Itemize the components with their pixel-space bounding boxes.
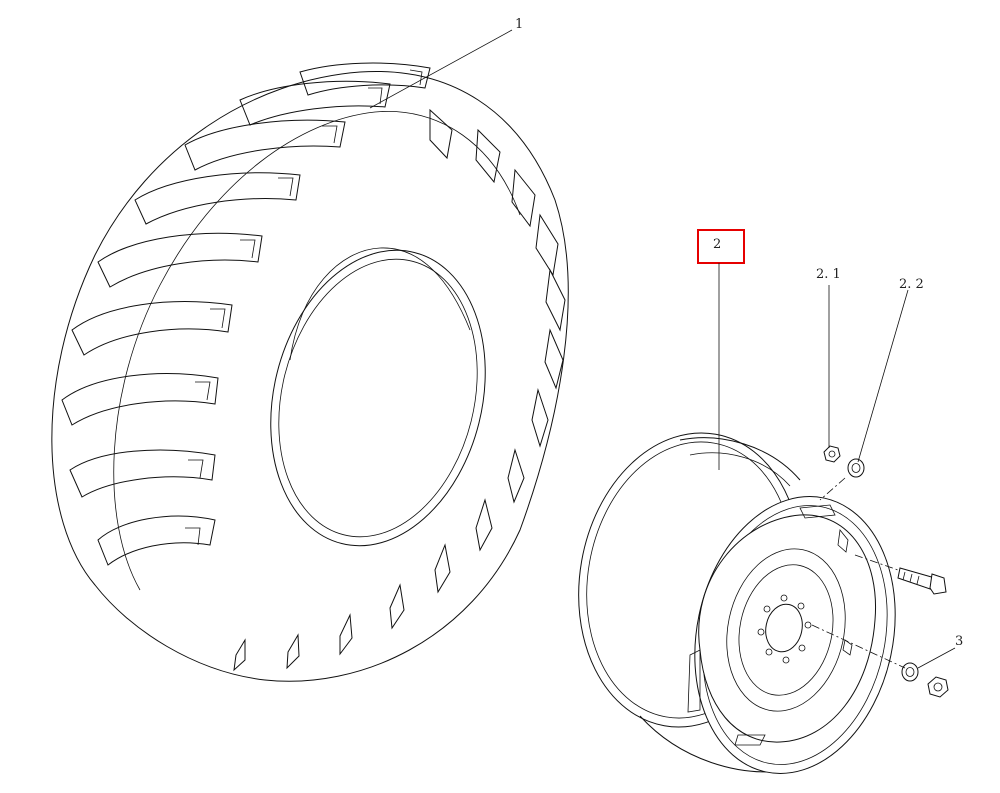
nut[interactable]: [823, 445, 841, 463]
tread-lugs: [61, 62, 431, 566]
wheel-rim[interactable]: [556, 415, 920, 792]
callout-label-3: 3: [955, 634, 963, 649]
callout-2-2: 2. 2: [857, 277, 924, 463]
hardware: [811, 445, 949, 698]
callout-highlight-box: [697, 229, 745, 264]
callout-2[interactable]: 2: [697, 229, 745, 470]
callout-label-2-1: 2. 1: [816, 267, 841, 282]
tire[interactable]: [51, 62, 569, 682]
tread-lugs-edge: [233, 108, 566, 672]
callout-label-1: 1: [515, 17, 523, 32]
washer[interactable]: [847, 458, 865, 478]
stud-holes: [757, 594, 812, 664]
wheel-nut[interactable]: [927, 676, 949, 698]
bolt[interactable]: [897, 567, 947, 595]
callout-3: 3: [917, 634, 963, 669]
callout-1: 1: [369, 17, 523, 109]
callout-label-2-2: 2. 2: [899, 277, 924, 292]
callout-label-2: 2: [713, 237, 721, 252]
wheel-washer[interactable]: [901, 662, 919, 682]
callout-2-1: 2. 1: [816, 267, 841, 448]
